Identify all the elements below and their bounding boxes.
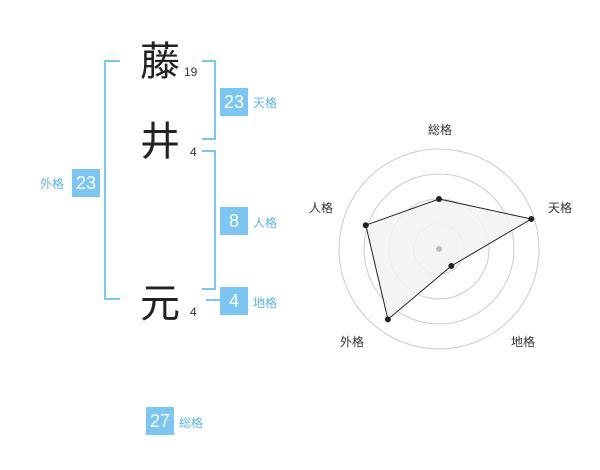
gaikaku-value: 23 xyxy=(72,169,100,197)
name-char-3: 元 xyxy=(140,281,180,327)
radar-polygon xyxy=(365,198,533,321)
tenkaku-label: 天格 xyxy=(253,96,278,110)
stroke-count-2: 4 xyxy=(190,145,197,159)
soukaku-label: 総格 xyxy=(179,416,204,430)
tenkaku-bracket xyxy=(202,60,216,140)
chikaku-connector xyxy=(206,299,220,301)
stroke-count-3: 4 xyxy=(190,305,197,319)
radar-axis-label-soukaku: 総格 xyxy=(428,123,453,137)
radar-axis-label-chikaku: 地格 xyxy=(511,335,536,349)
tenkaku-value: 23 xyxy=(220,88,248,116)
radar-axis-label-tenkaku: 天格 xyxy=(548,201,573,215)
jinkaku-bracket xyxy=(202,150,216,290)
radar-ring xyxy=(363,173,515,325)
radar-point-soukaku xyxy=(436,196,442,202)
radar-point-jinkaku xyxy=(362,222,369,229)
name-char-2: 井 xyxy=(140,119,180,165)
radar-axis-label-jinkaku: 人格 xyxy=(309,201,334,215)
jinkaku-label: 人格 xyxy=(253,216,278,230)
chikaku-value: 4 xyxy=(220,287,248,315)
radar-center-dot xyxy=(436,246,442,252)
name-char-1: 藤 xyxy=(140,39,180,85)
radar-point-gaikaku xyxy=(384,316,391,323)
soukaku-value: 27 xyxy=(146,407,174,435)
gaikaku-bracket xyxy=(104,60,120,300)
radar-point-tenkaku xyxy=(528,216,535,223)
radar-axis-label-gaikaku: 外格 xyxy=(340,335,365,349)
stroke-count-1: 19 xyxy=(184,65,198,79)
gaikaku-label: 外格 xyxy=(40,177,65,191)
chikaku-label: 地格 xyxy=(253,296,278,310)
radar-point-chikaku xyxy=(448,262,455,269)
jinkaku-value: 8 xyxy=(220,207,248,235)
radar-ring xyxy=(338,148,540,350)
